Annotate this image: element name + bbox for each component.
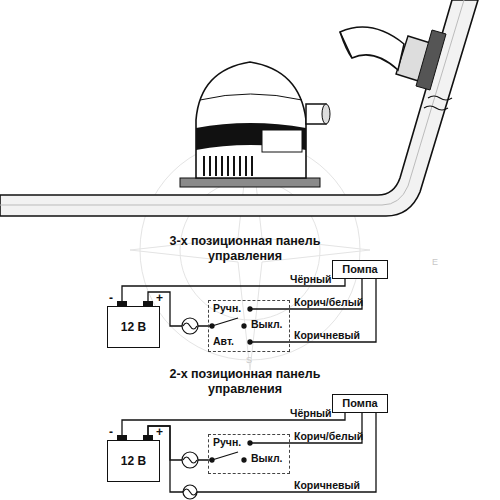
through-hull-fitting [396, 30, 446, 90]
hose [340, 27, 404, 70]
switch-position: Авт. [213, 335, 234, 347]
terminal-sign: - [109, 427, 113, 438]
wire-color-label: Коричневый [294, 479, 360, 491]
battery-box: 12 В [107, 306, 160, 348]
wire-color-label: Чёрный [290, 407, 331, 419]
switch-position: Выкл. [251, 318, 283, 330]
section-heading: 3-х позиционная панель управления [150, 234, 340, 264]
battery-voltage: 12 В [121, 320, 146, 334]
pump-box: Помпа [332, 260, 388, 279]
wire [148, 413, 376, 492]
control-panel: Ручн. Выкл. Авт. [208, 300, 290, 352]
wire-color-label: Корич/белый [294, 430, 363, 442]
grill-slot [221, 156, 223, 176]
switch-position: Ручн. [213, 436, 241, 448]
control-panel: Ручн. Выкл. [208, 434, 290, 474]
watermark: S [246, 354, 252, 366]
bilge-pump [180, 62, 330, 187]
grill-slot [209, 156, 211, 176]
battery-box: 12 В [107, 440, 160, 482]
terminal-sign: - [109, 293, 113, 304]
grill-slot [251, 156, 253, 176]
grill-slot [203, 156, 205, 176]
wire-color-label: Коричневый [294, 329, 360, 341]
switch-position: Выкл. [251, 452, 283, 464]
grill-slot [239, 156, 241, 176]
grill-slot [227, 156, 229, 176]
fuse-symbol [182, 318, 198, 499]
grill-slot [233, 156, 235, 176]
terminal-sign: + [156, 427, 163, 438]
grill-slot [245, 156, 247, 176]
pump-label: Помпа [342, 397, 377, 409]
wire-color-label: Корич/белый [294, 296, 363, 308]
section-heading: 2-х позиционная панель управления [150, 367, 340, 397]
watermark: E [432, 256, 438, 268]
switch-position: Ручн. [213, 302, 241, 314]
wire-color-label: Чёрный [290, 273, 331, 285]
wire [290, 279, 376, 342]
pump-box: Помпа [332, 394, 388, 413]
hull [0, 0, 478, 216]
grill-slot [215, 156, 217, 176]
terminal-sign: + [156, 293, 163, 304]
battery-voltage: 12 В [121, 454, 146, 468]
pump-label: Помпа [342, 263, 377, 275]
